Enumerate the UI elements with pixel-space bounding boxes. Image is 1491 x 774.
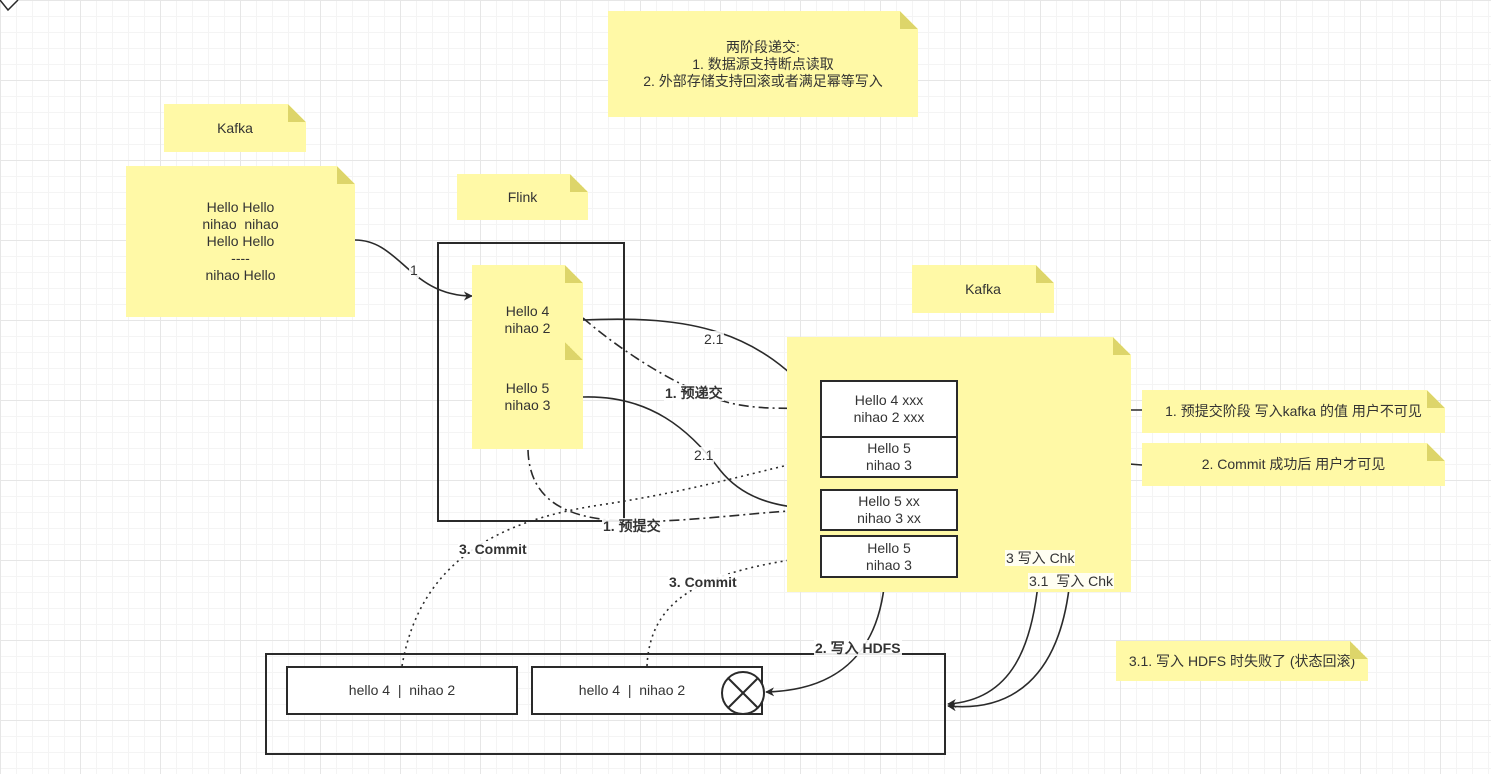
edge-label-write-a: 2.1 xyxy=(703,331,725,347)
note-precommit-invisible: 1. 预提交阶段 写入kafka 的值 用户不可见 xyxy=(1142,390,1445,433)
kafka-cell-hello5-precommit: Hello 5 xx nihao 3 xx xyxy=(820,489,958,531)
corner-shape-fragment xyxy=(0,0,19,12)
failure-x-icon xyxy=(721,671,765,715)
kafka-cell-4-line-1: Hello 5 xyxy=(867,539,911,556)
flink-state-b-line-1: Hello 5 xyxy=(505,380,550,396)
edge-label-commit-a: 3. Commit xyxy=(458,541,528,557)
source-line-3: Hello Hello xyxy=(206,233,275,249)
kafka-cell-1-line-1: Hello 4 xxx xyxy=(854,392,924,408)
edge-write-hdfs xyxy=(765,577,886,697)
flink-state-a-line-2: nihao 2 xyxy=(504,320,551,336)
kafka-cell-2-line-2: nihao 3 xyxy=(866,457,912,473)
edge-label-read: 1 xyxy=(409,262,419,278)
two-phase-line-2: 1. 数据源支持断点读取 xyxy=(692,55,834,72)
flink-title: Flink xyxy=(507,188,538,205)
note-hdfs-failure: 3.1. 写入 HDFS 时失败了 (状态回滚) xyxy=(1116,641,1368,681)
kafka-cell-hello4-precommit: Hello 4 xxx nihao 2 xxx xyxy=(820,380,958,438)
edge-label-prewrite-b: 1. 预提交 xyxy=(602,518,662,534)
note-kafka-source-title: Kafka xyxy=(164,104,306,152)
edge-label-write-b: 2.1 xyxy=(693,447,715,463)
flink-state-a-line-1: Hello 4 xyxy=(505,303,550,319)
kafka-sink-title: Kafka xyxy=(965,280,1001,297)
edge-precommit-hello5 xyxy=(527,449,821,523)
hdfs-failure-note-text: 3.1. 写入 HDFS 时失败了 (状态回滚) xyxy=(1128,652,1356,669)
edge-label-write-chk: 3 写入 Chk xyxy=(1005,550,1076,566)
hdfs-container xyxy=(265,653,946,755)
edge-label-commit-b: 3. Commit xyxy=(668,574,738,590)
two-phase-line-3: 2. 外部存储支持回滚或者满足幂等写入 xyxy=(643,72,883,89)
note-two-phase-commit: 两阶段递交: 1. 数据源支持断点读取 2. 外部存储支持回滚或者满足幂等写入 xyxy=(608,11,918,117)
hdfs-cell-b-text: hello 4 | nihao 2 xyxy=(578,682,686,698)
edge-label-write-chk-b: 3.1 写入 Chk xyxy=(1028,573,1115,589)
edge-read-source xyxy=(354,239,473,301)
commit-note-text: 2. Commit 成功后 用户才可见 xyxy=(1201,456,1386,472)
note-flink-state-b: Hello 5 nihao 3 xyxy=(472,342,583,449)
note-commit-visible: 2. Commit 成功后 用户才可见 xyxy=(1142,443,1445,486)
edge-commit-a xyxy=(401,455,821,667)
note-flink-title: Flink xyxy=(457,174,588,220)
edge-write-hello5 xyxy=(582,396,821,514)
edge-label-prewrite-a: 1. 预递交 xyxy=(664,385,724,401)
source-line-2: nihao nihao xyxy=(202,216,279,232)
flink-state-b-line-2: nihao 3 xyxy=(504,397,551,413)
kafka-cell-hello5-final: Hello 5 nihao 3 xyxy=(820,535,958,578)
kafka-cell-3-line-1: Hello 5 xx xyxy=(858,493,920,509)
hdfs-cell-a: hello 4 | nihao 2 xyxy=(286,666,518,715)
edge-label-write-hdfs: 2. 写入 HDFS xyxy=(814,640,902,656)
kafka-cell-1-line-2: nihao 2 xxx xyxy=(853,409,925,425)
source-line-1: Hello Hello xyxy=(206,199,275,215)
source-line-5: nihao Hello xyxy=(205,267,276,283)
note-kafka-sink-title: Kafka xyxy=(912,265,1054,313)
flink-container xyxy=(437,242,625,522)
kafka-source-title: Kafka xyxy=(217,119,253,136)
precommit-note-text: 1. 预提交阶段 写入kafka 的值 用户不可见 xyxy=(1165,403,1422,419)
note-kafka-source-data: Hello Hello nihao nihao Hello Hello ----… xyxy=(126,166,355,317)
source-line-4: ---- xyxy=(231,250,250,266)
two-phase-line-1: 两阶段递交: xyxy=(726,38,800,55)
kafka-cell-3-line-2: nihao 3 xx xyxy=(857,510,921,526)
kafka-cell-hello5-committed: Hello 5 nihao 3 xyxy=(820,436,958,478)
kafka-cell-2-line-1: Hello 5 xyxy=(867,440,911,456)
kafka-cell-4-line-2: nihao 3 xyxy=(866,556,912,573)
hdfs-cell-a-text: hello 4 | nihao 2 xyxy=(348,682,456,698)
